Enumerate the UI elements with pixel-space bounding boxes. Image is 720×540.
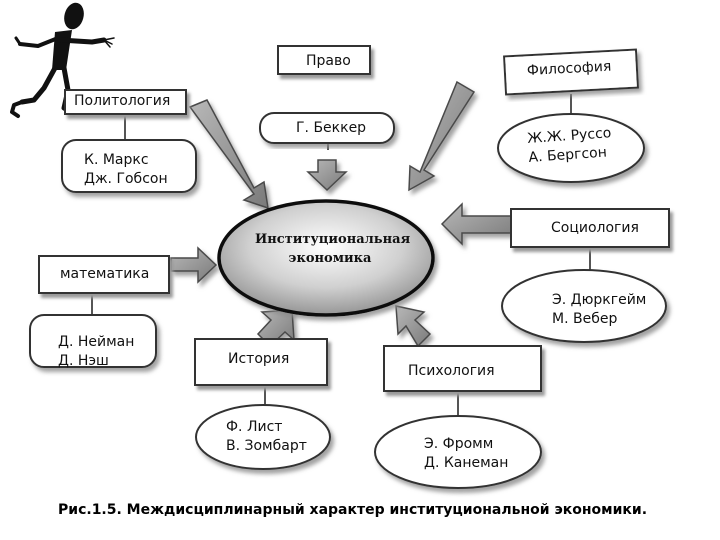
cloud-shape-russo-bergson — [497, 113, 645, 183]
label-russo-bergson: Ж.Ж. Руссо А. Бергсон — [526, 125, 612, 166]
box-politologia — [64, 89, 187, 115]
label-pravo: Право — [306, 53, 351, 69]
cloud-shape-durkheim-weber — [501, 269, 667, 343]
label-list-zombart: Ф. Лист В. Зомбарт — [226, 419, 307, 454]
label-matematika: математика — [60, 266, 150, 282]
box-pravo — [277, 45, 371, 75]
box-istoria — [194, 338, 328, 386]
box-matematika — [38, 255, 170, 294]
arrow-filosofia — [408, 80, 476, 192]
figure-caption: Рис.1.5. Междисциплинарный характер инст… — [58, 502, 648, 518]
label-center: Институциональная экономика — [255, 232, 411, 266]
box-sociologia — [510, 208, 670, 248]
arrow-pravo — [188, 99, 269, 210]
arrow-sociologia — [440, 202, 513, 246]
label-marks-gobson: К. Маркс Дж. Гобсон — [84, 152, 168, 187]
label-fromm-kaneman: Э. Фромм Д. Канеман — [424, 436, 509, 471]
box-marks-gobson — [61, 139, 197, 193]
label-durkheim-weber: Э. Дюркгейм М. Вебер — [552, 292, 647, 327]
arrow-psihologia — [395, 305, 432, 348]
box-psihologia — [383, 345, 542, 392]
cloud-shape-list-zombart — [195, 404, 331, 470]
cloud-shape-fromm-kaneman — [374, 415, 542, 489]
box-neyman-nesh — [29, 314, 157, 368]
label-neyman-nesh: Д. Нейман Д. Нэш — [58, 334, 135, 369]
arrows — [170, 80, 513, 348]
box-bekker — [259, 112, 395, 144]
box-filosofia — [503, 48, 639, 96]
center-ellipse — [217, 199, 435, 317]
label-istoria: История — [228, 351, 290, 367]
label-psihologia: Психология — [408, 363, 495, 379]
arrow-matematika — [170, 246, 218, 284]
label-sociologia: Социология — [551, 220, 639, 236]
label-bekker: Г. Беккер — [296, 120, 367, 136]
label-politologia: Политология — [74, 93, 171, 109]
arrow-bekker — [306, 159, 348, 192]
